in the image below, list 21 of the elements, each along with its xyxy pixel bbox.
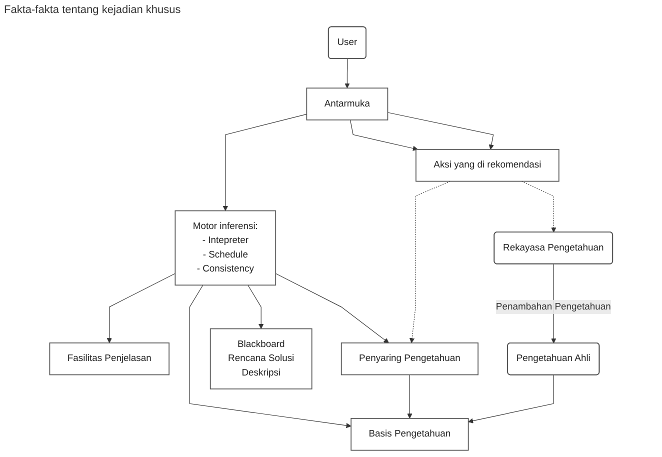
arrow: [106, 273, 176, 344]
node-box: Antarmuka: [306, 88, 388, 120]
arrow: [387, 112, 494, 150]
arrow: [468, 374, 554, 424]
node-box: Penyaring Pengetahuan: [340, 342, 478, 376]
node-box: Basis Pengetahuan: [350, 418, 469, 451]
arrow: [406, 374, 412, 419]
node-box: Aksi yang di rekomendasi: [415, 148, 560, 182]
note-text: Fakta-fakta tentang kejadian khusus: [4, 4, 181, 16]
arrow: [275, 273, 389, 344]
node-box: Motor inferensi: - Intepreter - Schedule - Consistency: [174, 210, 276, 286]
edge-label: Penambahan Pengetahuan: [496, 302, 611, 312]
arrow: [350, 120, 418, 151]
arrow: [222, 114, 307, 211]
node-box: Blackboard Rencana Solusi Deskripsi: [210, 328, 312, 390]
arrow: [521, 180, 556, 233]
arrow: [409, 180, 450, 344]
arrow: [344, 58, 350, 88]
arrow: [247, 284, 264, 329]
node-box: Fasilitas Penjelasan: [49, 342, 170, 376]
arrow: [189, 284, 352, 428]
